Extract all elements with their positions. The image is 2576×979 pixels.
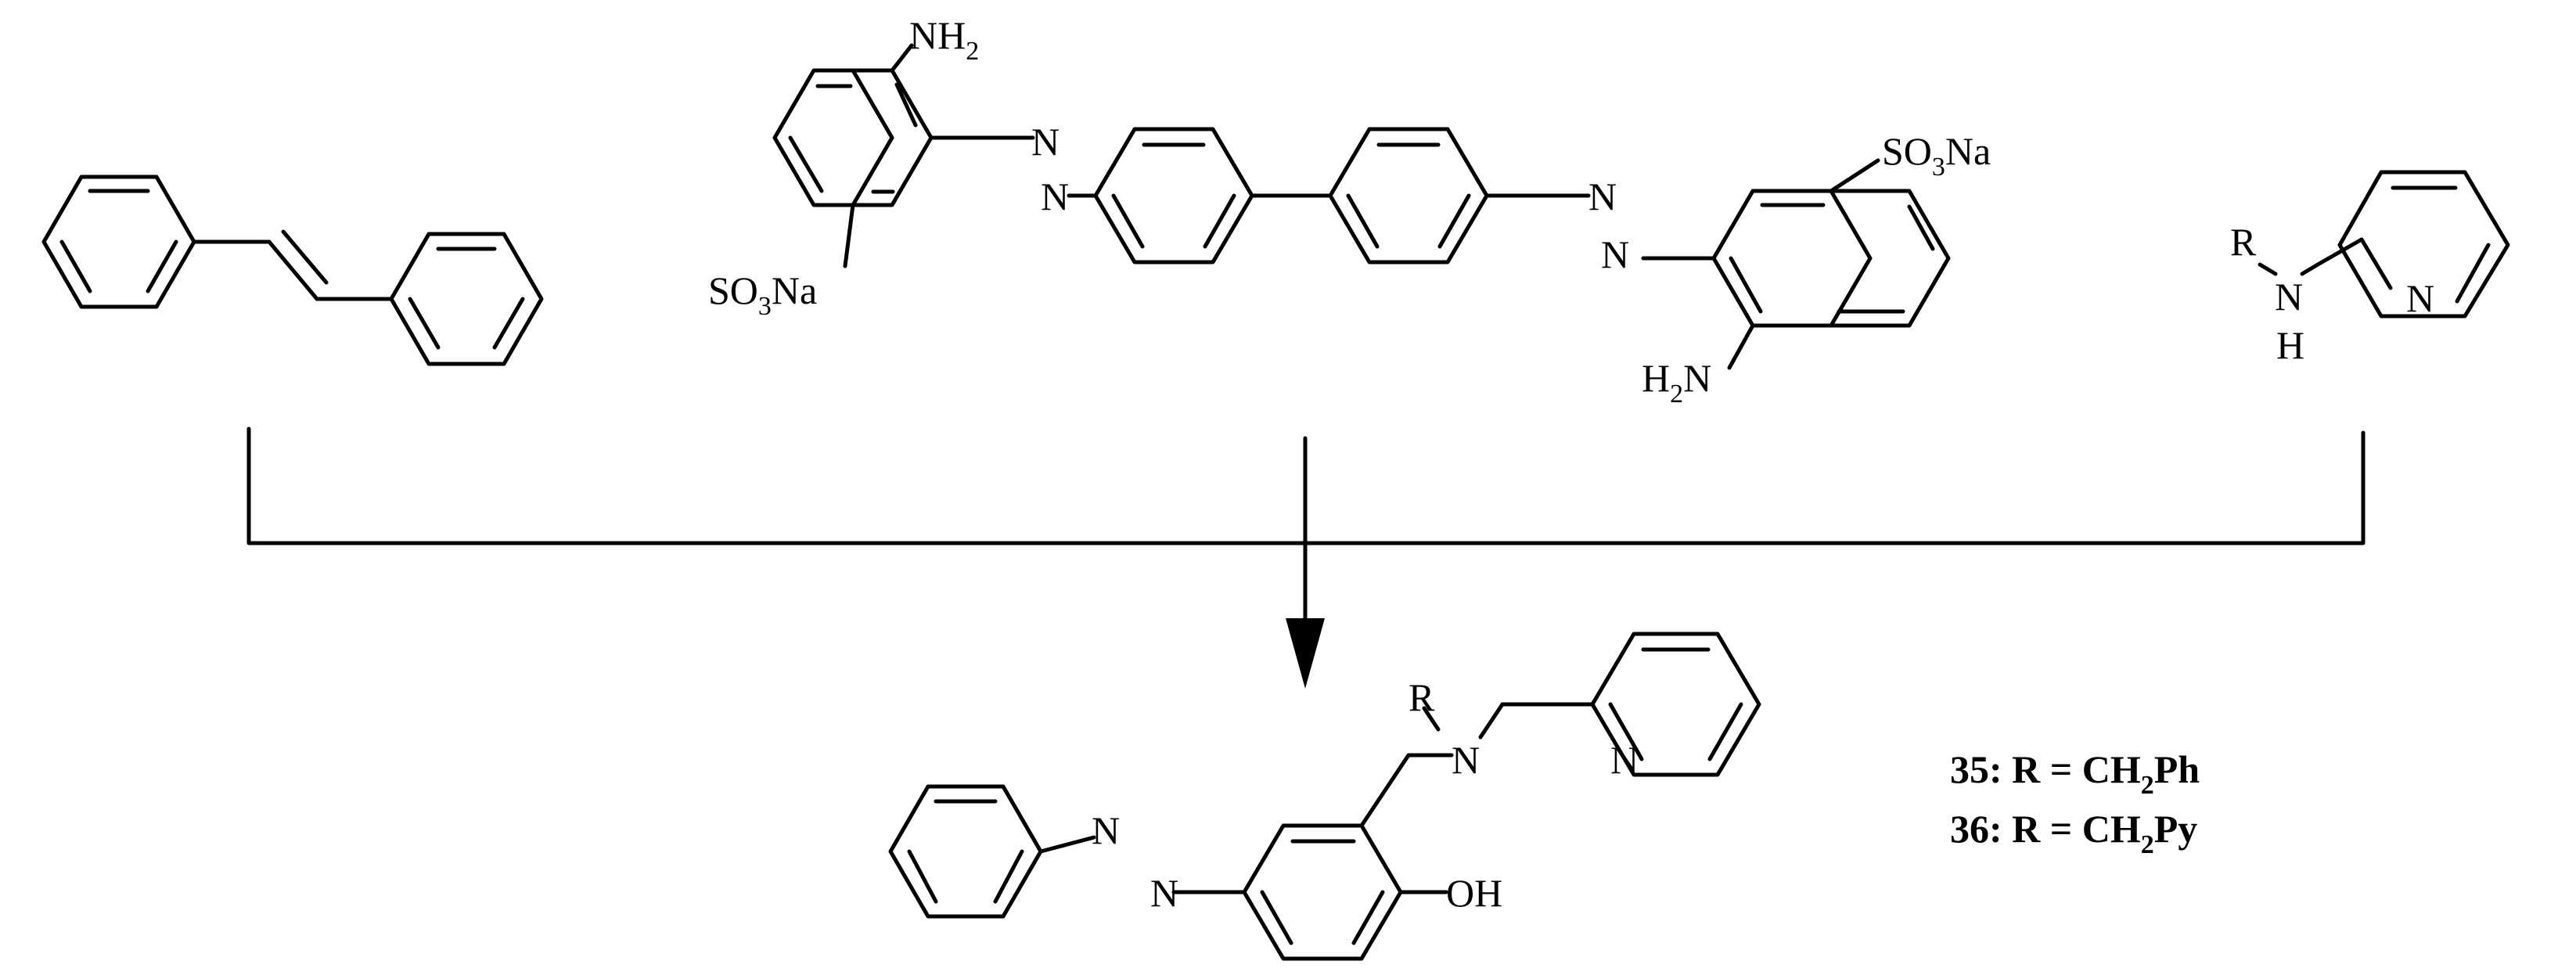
product-azo-n2: N — [1150, 871, 1178, 915]
stilbene-structure — [41, 175, 544, 366]
product-pyridine-n-label: N — [1610, 738, 1639, 782]
reaction-arrow — [246, 427, 2366, 689]
product-oh-label: OH — [1446, 871, 1502, 915]
amine-pyridine-n-label: N — [2406, 276, 2434, 320]
amine-h-label: H — [2276, 323, 2304, 367]
dye-amine-bottom-label: H2N — [1642, 356, 1711, 409]
dye-azo-left-n1: N — [1031, 120, 1060, 164]
dye-azo-left-n2: N — [1041, 175, 1069, 218]
product-azo-n1: N — [1092, 808, 1120, 852]
amine-r-label: R — [2230, 220, 2257, 264]
amine-n-label: N — [2275, 275, 2303, 319]
dye-amine-top-label: NH2 — [909, 13, 979, 66]
product-r-label: R — [1409, 675, 1435, 719]
amine-reagent-structure — [2258, 170, 2510, 319]
dye-sulfonate-left-label: SO3Na — [708, 268, 817, 321]
dye-sulfonate-right-label: SO3Na — [1882, 129, 1991, 182]
azo-dye-structure — [772, 43, 1951, 370]
dye-azo-right-n2: N — [1601, 232, 1629, 276]
dye-azo-right-n1: N — [1588, 175, 1617, 218]
compound-36-label: 36: R = CH2Py — [1950, 807, 2197, 859]
product-n-label: N — [1452, 738, 1480, 782]
compound-35-label: 35: R = CH2Ph — [1950, 747, 2200, 800]
product-structure — [888, 632, 1761, 961]
